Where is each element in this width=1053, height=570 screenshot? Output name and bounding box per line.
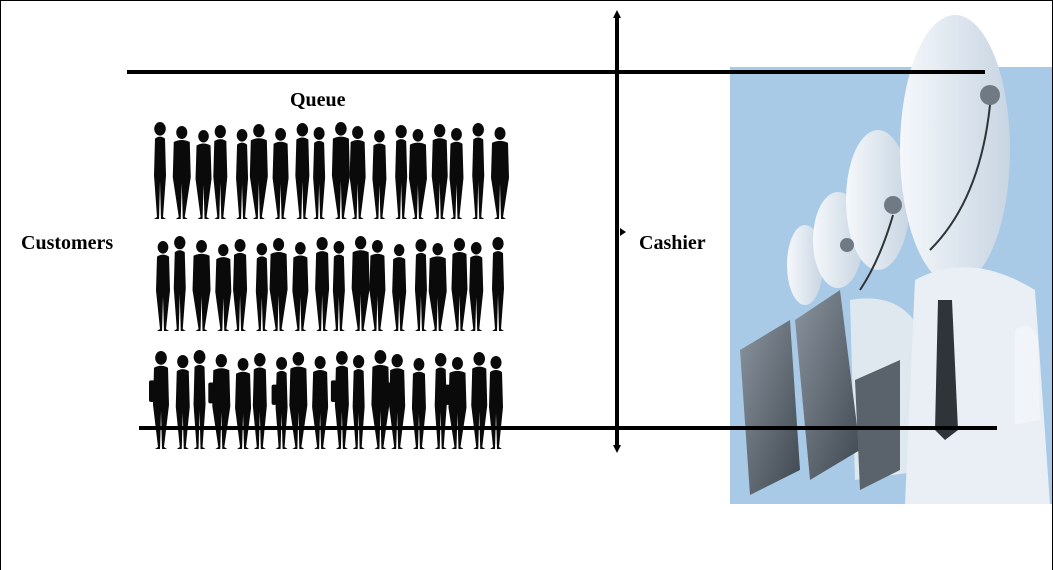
customer-silhouette <box>395 125 408 219</box>
customers-label: Customers <box>21 232 114 254</box>
customer-silhouette <box>208 354 231 449</box>
customer-silhouette <box>236 129 249 219</box>
customer-silhouette <box>252 353 267 449</box>
customer-silhouette <box>235 358 252 449</box>
customer-silhouette <box>431 123 448 219</box>
customer-silhouette <box>312 356 329 449</box>
customer-silhouette <box>289 352 308 449</box>
customer-silhouette <box>369 240 386 331</box>
customer-silhouette <box>295 123 310 219</box>
cashier-label: Cashier <box>639 232 706 254</box>
customer-silhouette <box>331 121 350 219</box>
customer-silhouette <box>269 238 288 331</box>
arrow-up-head <box>613 10 621 18</box>
arrow-down-head <box>613 445 621 453</box>
customer-silhouette <box>444 357 467 449</box>
cashier-image <box>730 15 1052 504</box>
customer-silhouette <box>193 350 206 449</box>
customer-silhouette <box>489 356 503 449</box>
customer-silhouette <box>215 244 232 331</box>
customer-silhouette <box>491 127 509 219</box>
queue-label: Queue <box>290 89 346 111</box>
customer-silhouette <box>469 242 484 331</box>
customer-silhouette <box>173 236 186 331</box>
customer-silhouette <box>352 355 365 449</box>
customer-silhouette <box>313 127 326 219</box>
customer-silhouette <box>195 130 212 219</box>
customer-silhouette <box>271 357 288 449</box>
customer-queue <box>149 121 509 449</box>
customer-silhouette <box>272 127 289 219</box>
connector-lines <box>127 10 997 453</box>
customer-silhouette <box>213 125 228 219</box>
customer-silhouette <box>255 243 268 331</box>
customer-silhouette <box>471 352 488 449</box>
customer-silhouette <box>428 243 447 331</box>
customer-silhouette <box>414 239 427 331</box>
customer-silhouette <box>192 240 211 331</box>
customer-silhouette <box>330 351 349 449</box>
customer-silhouette <box>332 241 345 331</box>
customer-silhouette <box>249 123 268 219</box>
customer-silhouette <box>392 244 407 331</box>
customer-silhouette <box>349 125 366 219</box>
customer-silhouette <box>149 351 169 449</box>
customer-silhouette <box>449 127 464 219</box>
customer-silhouette <box>372 130 387 219</box>
customer-silhouette <box>408 129 427 219</box>
customer-silhouette <box>411 358 426 449</box>
customer-silhouette <box>156 241 170 331</box>
customer-silhouette <box>233 239 248 331</box>
customer-silhouette <box>175 355 190 449</box>
customer-silhouette <box>351 236 370 331</box>
customer-silhouette <box>172 125 191 219</box>
customer-silhouette <box>451 238 468 331</box>
customer-silhouette <box>292 242 309 331</box>
arrow-right-head <box>620 228 626 236</box>
customer-silhouette <box>472 123 485 219</box>
customer-silhouette <box>315 237 330 331</box>
customer-silhouette <box>492 237 504 331</box>
customer-silhouette <box>154 121 166 219</box>
